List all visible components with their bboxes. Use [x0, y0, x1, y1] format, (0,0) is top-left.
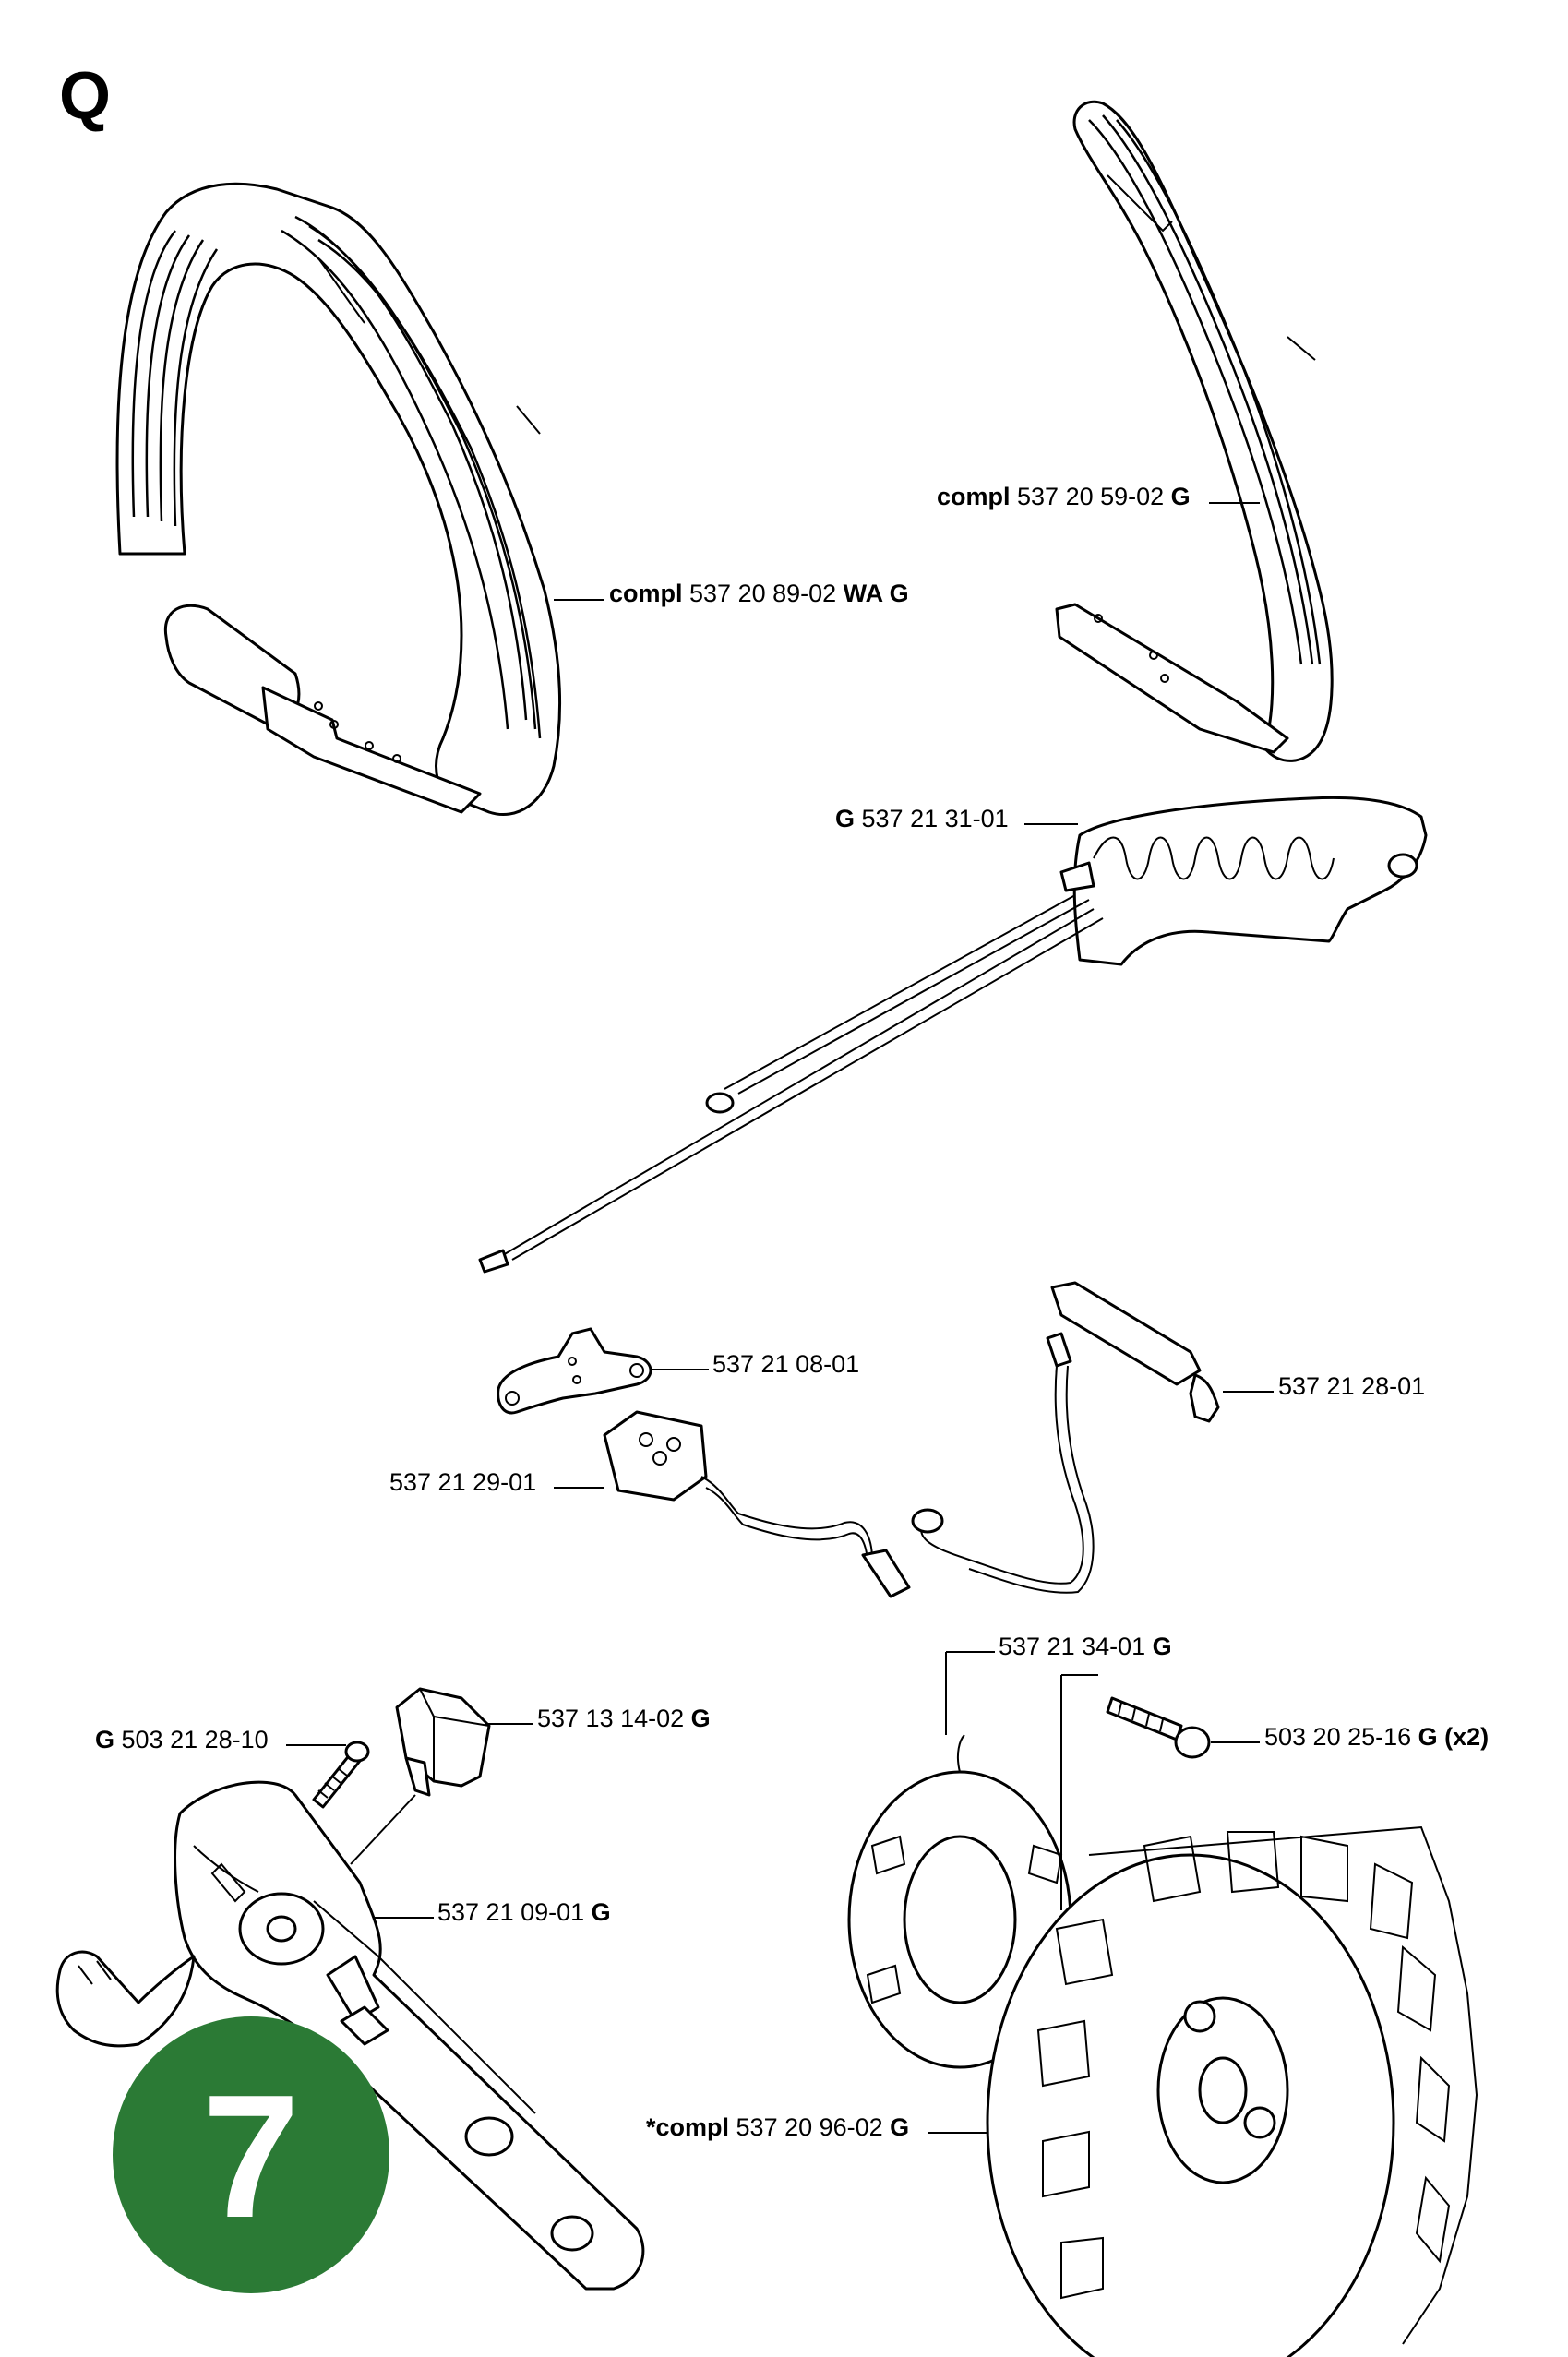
part-label-flywheel: *compl 537 20 96-02 G — [646, 2113, 909, 2141]
part-label-number: 537 21 31-01 — [862, 805, 1009, 832]
handle-heater-drawing — [478, 796, 1428, 1274]
part-label-suffix: G — [1145, 1633, 1172, 1660]
part-label-number: 537 21 08-01 — [712, 1350, 859, 1378]
part-label-number: 537 21 28-01 — [1278, 1372, 1425, 1400]
part-label-prefix: G — [95, 1726, 122, 1753]
part-label-screw: G 503 21 28-10 — [95, 1726, 269, 1753]
switch-drawing — [350, 1687, 491, 1865]
part-label-number: 537 20 89-02 — [689, 580, 836, 607]
part-label-number: 537 21 29-01 — [389, 1468, 536, 1496]
front-handle-alt-drawing — [1055, 100, 1334, 762]
part-label-number: 537 13 14-02 — [537, 1705, 684, 1732]
part-label-front-handle: compl 537 20 89-02 WA G — [609, 580, 909, 607]
flywheel-drawing — [986, 1825, 1478, 2357]
part-label-front-handle-alt: compl 537 20 59-02 G — [937, 483, 1191, 510]
part-label-handle-heater: G 537 21 31-01 — [835, 805, 1009, 832]
part-label-number: 537 21 34-01 — [999, 1633, 1145, 1660]
part-label-heater-element: 537 21 28-01 — [1278, 1372, 1425, 1400]
part-label-switch-holder: 537 21 09-01 G — [437, 1898, 611, 1926]
bracket-drawing — [497, 1327, 652, 1415]
part-label-switch-block: 537 21 29-01 — [389, 1468, 536, 1496]
page-badge-number: 7 — [202, 2059, 300, 2255]
page-badge-circle — [113, 2016, 389, 2293]
heater-element-drawing — [911, 1281, 1220, 1594]
front-handle-drawing — [115, 182, 562, 817]
part-label-bracket: 537 21 08-01 — [712, 1350, 859, 1378]
part-label-switch: 537 13 14-02 G — [537, 1705, 711, 1732]
part-label-prefix: compl — [937, 483, 1017, 510]
generator-screw-drawing — [1106, 1696, 1211, 1759]
part-label-suffix: G — [883, 2113, 910, 2141]
part-label-prefix: *compl — [646, 2113, 736, 2141]
part-label-number: 537 20 59-02 — [1017, 483, 1164, 510]
part-label-suffix: G — [684, 1705, 711, 1732]
part-label-suffix: WA G — [836, 580, 909, 607]
part-label-suffix: G (x2) — [1411, 1723, 1489, 1751]
page-badge: 7 — [113, 2016, 389, 2293]
part-label-suffix: G — [1164, 483, 1191, 510]
part-label-number: 503 20 25-16 — [1264, 1723, 1411, 1751]
switch-block-drawing — [603, 1410, 911, 1598]
part-label-prefix: compl — [609, 580, 689, 607]
part-label-number: 537 21 09-01 — [437, 1898, 584, 1926]
section-letter: Q — [59, 59, 111, 133]
screw-drawing — [312, 1741, 370, 1809]
part-label-prefix: G — [835, 805, 862, 832]
switch-holder-drawing — [55, 1780, 645, 2291]
part-label-generator: 537 21 34-01 G — [999, 1633, 1172, 1660]
part-label-suffix: G — [584, 1898, 611, 1926]
part-label-number: 503 21 28-10 — [122, 1726, 269, 1753]
part-label-generator-screw: 503 20 25-16 G (x2) — [1264, 1723, 1489, 1751]
part-label-number: 537 20 96-02 — [736, 2113, 883, 2141]
